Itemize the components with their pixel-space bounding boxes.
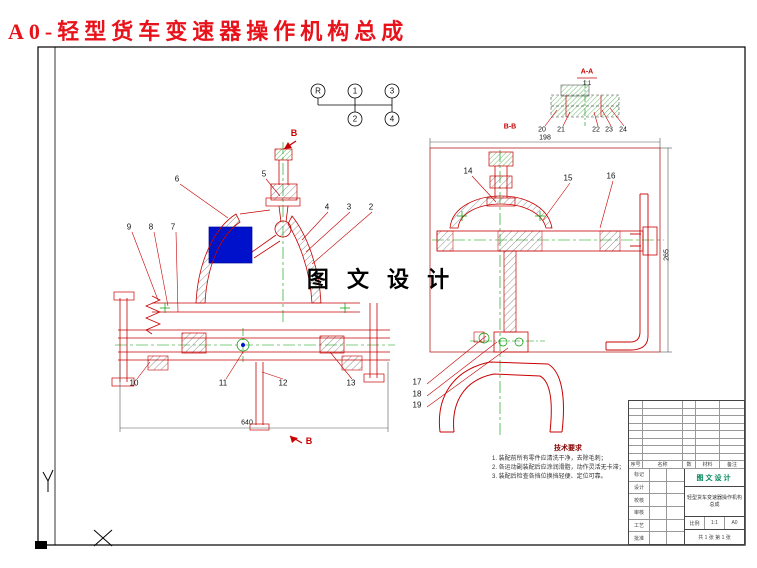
scale-label: 比例 bbox=[685, 517, 705, 529]
section-aa-view bbox=[544, 77, 625, 127]
gate-pos-r: R bbox=[315, 86, 321, 96]
plot-x-mark bbox=[93, 529, 113, 547]
callout-9: 9 bbox=[126, 222, 132, 232]
callout-11: 11 bbox=[218, 378, 228, 388]
gate-pos-3: 3 bbox=[389, 86, 395, 96]
title-block: 序号 名称 数 材料 备注 标记 设计 校核 审核 工艺 批准 图文设计 轻型货… bbox=[628, 400, 745, 545]
drawing-border bbox=[35, 46, 746, 549]
sign-row-label: 工艺 bbox=[629, 519, 650, 532]
section-b-markers bbox=[283, 140, 303, 444]
signature-rows: 标记 设计 校核 审核 工艺 批准 bbox=[629, 469, 685, 545]
company-name: 图文设计 bbox=[685, 469, 744, 487]
callout-17: 17 bbox=[412, 377, 422, 387]
section-aa-label: A-A bbox=[580, 68, 594, 76]
sign-row-label: 批准 bbox=[629, 532, 650, 545]
callout-3: 3 bbox=[346, 202, 352, 212]
scale-value: 1:1 bbox=[705, 517, 725, 529]
technical-requirements-title: 技术要求 bbox=[554, 445, 582, 452]
parts-col-material: 材料 bbox=[696, 461, 720, 469]
section-aa-scale: 1:1 bbox=[582, 81, 592, 87]
dim-height-right-view: 265 bbox=[663, 249, 671, 261]
gate-pos-2: 2 bbox=[352, 114, 358, 124]
tech-req-item: 1. 装配前所有零件应清洗干净，去除毛刺； bbox=[492, 456, 607, 462]
callout-13: 13 bbox=[346, 378, 356, 388]
selector-lever-rod bbox=[605, 193, 649, 351]
sheet-size: A0 bbox=[731, 520, 738, 526]
callout-8: 8 bbox=[148, 222, 154, 232]
sign-row-label: 标记 bbox=[629, 469, 650, 481]
scale-row: 比例 1:1 A0 bbox=[685, 517, 744, 530]
callout-24: 24 bbox=[619, 126, 627, 134]
drawing-title: 轻型货车变速器操作机构总成 bbox=[685, 487, 744, 517]
callout-18: 18 bbox=[412, 389, 422, 399]
sign-row-label: 审核 bbox=[629, 507, 650, 519]
callout-2: 2 bbox=[368, 202, 374, 212]
title-block-main: 标记 设计 校核 审核 工艺 批准 图文设计 轻型货车变速器操作机构总成 比例 … bbox=[629, 469, 744, 545]
dim-width-right-view: 198 bbox=[539, 134, 551, 142]
callout-5: 5 bbox=[261, 169, 267, 179]
watermark-text: 图 文 设 计 bbox=[306, 267, 456, 292]
technical-requirements: 技术要求 1. 装配前所有零件应清洗干净，去除毛刺； 2. 各运动副装配后应涂润… bbox=[492, 443, 644, 482]
gate-pos-1: 1 bbox=[352, 86, 358, 96]
callout-12: 12 bbox=[278, 378, 288, 388]
section-bb-label: B-B bbox=[503, 123, 517, 131]
callout-15: 15 bbox=[563, 173, 573, 183]
callout-10: 10 bbox=[129, 378, 139, 388]
parts-col-remark: 备注 bbox=[720, 461, 744, 469]
callout-6: 6 bbox=[174, 174, 180, 184]
sign-row-label: 设计 bbox=[629, 481, 650, 494]
callout-19: 19 bbox=[412, 400, 422, 410]
callout-23: 23 bbox=[605, 126, 613, 134]
section-marker-b-bottom: B bbox=[305, 436, 313, 446]
parts-col-no: 序号 bbox=[629, 461, 643, 469]
page-title: A0-轻型货车变速器操作机构总成 bbox=[8, 19, 409, 44]
section-marker-b-top: B bbox=[290, 128, 298, 138]
shift-fork bbox=[438, 361, 564, 433]
shift-gate-diagram bbox=[310, 83, 400, 127]
detent-spring bbox=[144, 295, 162, 335]
callout-14: 14 bbox=[463, 166, 473, 176]
gate-pos-4: 4 bbox=[389, 114, 395, 124]
side-section-view bbox=[426, 138, 672, 436]
parts-col-qty: 数 bbox=[683, 461, 696, 469]
parts-col-name: 名称 bbox=[643, 461, 683, 469]
callout-21: 21 bbox=[557, 126, 565, 134]
front-section-view bbox=[111, 140, 395, 444]
corner-mark bbox=[35, 541, 47, 549]
callout-4: 4 bbox=[324, 202, 330, 212]
sign-row-label: 校核 bbox=[629, 494, 650, 507]
tech-req-item: 2. 各运动副装配后应涂润滑脂，动作灵活无卡滞； bbox=[492, 465, 625, 471]
callout-16: 16 bbox=[606, 171, 616, 181]
center-y-mark bbox=[42, 469, 54, 492]
parts-list-table: 序号 名称 数 材料 备注 bbox=[629, 401, 744, 469]
tech-req-item: 3. 装配后检查各挡位换挡轻便、定位可靠。 bbox=[492, 474, 607, 480]
callout-7: 7 bbox=[170, 222, 176, 232]
dim-width-left-view: 640 bbox=[241, 419, 253, 427]
callout-20: 20 bbox=[538, 126, 546, 134]
sheet-count: 共 1 张 第 1 张 bbox=[698, 534, 731, 541]
callout-22: 22 bbox=[592, 126, 600, 134]
